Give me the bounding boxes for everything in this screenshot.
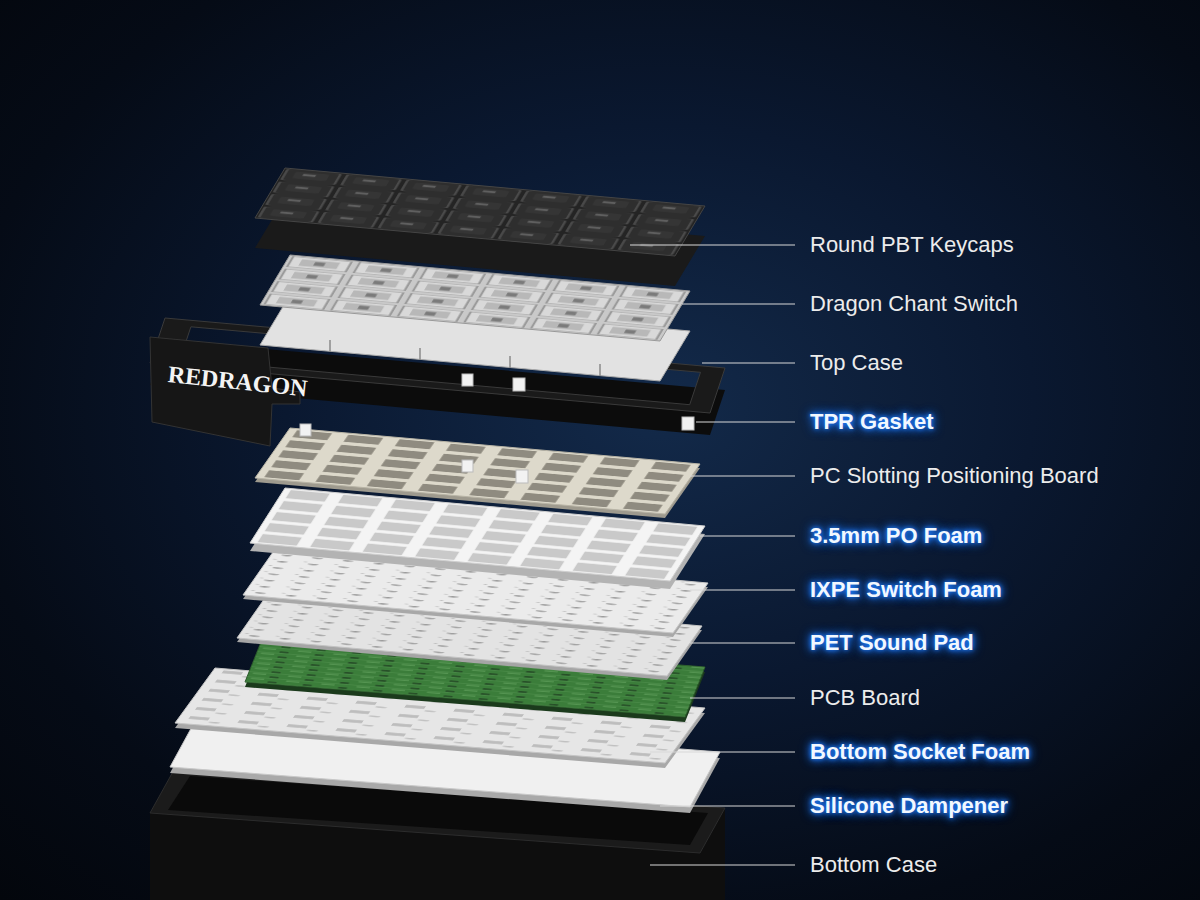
brand-logo-text: REDRAGON [167, 361, 309, 402]
part-label: Dragon Chant Switch [810, 291, 1018, 317]
leader-line [682, 304, 795, 305]
leader-line [690, 476, 795, 477]
leader-line [690, 643, 795, 644]
part-label: PET Sound Pad [810, 630, 974, 656]
gasket [462, 374, 473, 386]
part-label: TPR Gasket [810, 409, 934, 435]
pc-positioning-board [255, 428, 700, 514]
leader-line [700, 536, 795, 537]
leader-line [660, 806, 795, 807]
gaskets-upper [462, 374, 694, 430]
gaskets-lower [300, 424, 528, 483]
leader-line [650, 865, 795, 866]
part-label: Bottom Case [810, 852, 937, 878]
part-label: Bottom Socket Foam [810, 739, 1030, 765]
leader-line [690, 698, 795, 699]
gasket [462, 460, 473, 472]
part-label: PCB Board [810, 685, 920, 711]
leader-line [650, 752, 795, 753]
leader-line [630, 245, 795, 246]
round-pbt-keycaps [255, 168, 705, 256]
gasket [516, 470, 528, 483]
leader-lines [630, 245, 795, 865]
part-label: IXPE Switch Foam [810, 577, 1002, 603]
leader-line [690, 590, 795, 591]
switch-pins [330, 340, 600, 376]
part-label: Round PBT Keycaps [810, 232, 1014, 258]
part-label: Silicone Dampener [810, 793, 1008, 819]
part-label: 3.5mm PO Foam [810, 523, 982, 549]
gasket [513, 378, 525, 391]
leader-line [702, 363, 795, 364]
part-label: Top Case [810, 350, 903, 376]
gasket [300, 424, 311, 436]
gasket [682, 417, 694, 430]
leader-line [696, 422, 795, 423]
part-label: PC Slotting Positioning Board [810, 463, 1099, 489]
